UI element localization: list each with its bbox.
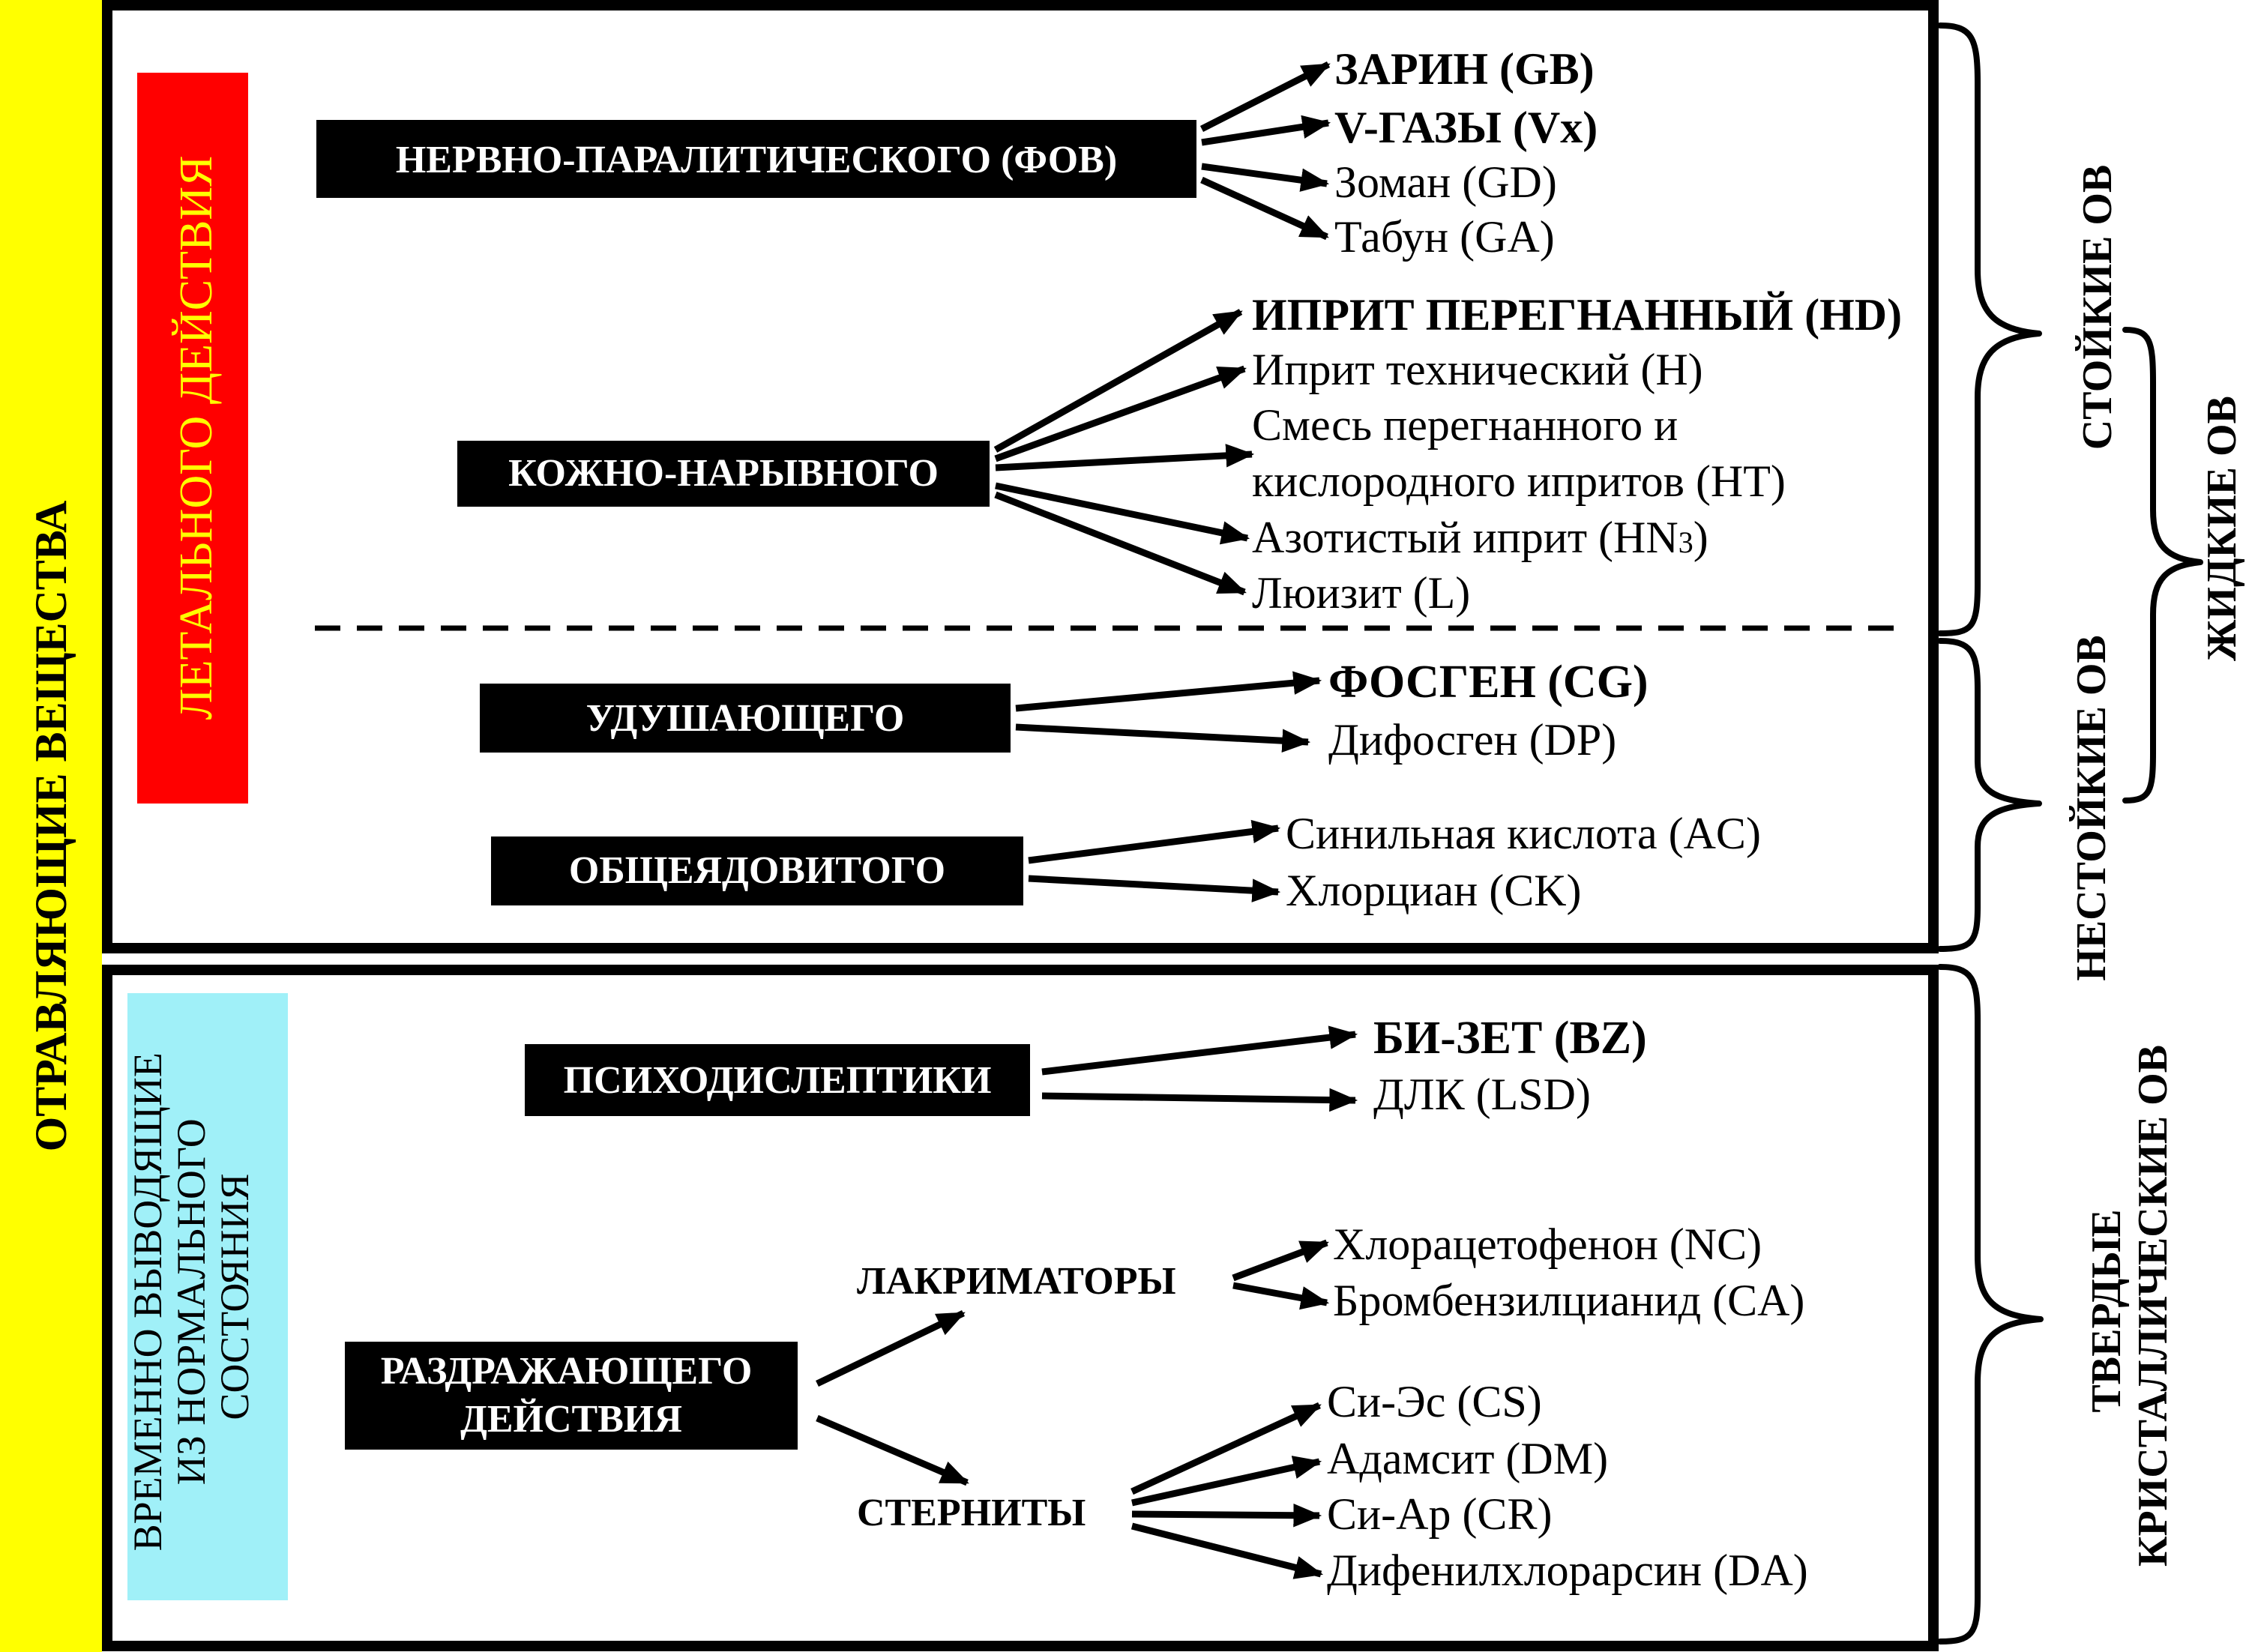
arrow-psycho-1 xyxy=(1041,1025,1358,1076)
arrow-blood-2 xyxy=(1028,875,1281,902)
agent-phosgene: ФОСГЕН (CG) xyxy=(1328,657,1649,708)
choking-category-box xyxy=(480,684,1011,753)
agent-chloroacetophenone: Хлорацетофенон (NC) xyxy=(1333,1220,1762,1269)
agent-bromobenzylcyanide: Бромбензилцианид (CA) xyxy=(1333,1276,1804,1325)
agent-sarin: ЗАРИН (GB) xyxy=(1334,44,1595,94)
agent-mustard-mixture-line-1: Смесь перегнанного и xyxy=(1252,400,1678,450)
irritant-category-label: РАЗДРАЖАЮЩЕГО ДЕЙСТВИЯ xyxy=(381,1350,762,1441)
agent-mustard-mixture-line-2: кислородного ипритов (HT) xyxy=(1252,456,1786,506)
arrow-nerve-2 xyxy=(1201,115,1331,146)
temporary-label-line-2: ИЗ НОРМАЛЬНОГО xyxy=(169,1118,214,1485)
label-solid-line-2: КРИСТАЛЛИЧЕСКИЕ ОВ xyxy=(2130,1045,2176,1567)
temporary-frame xyxy=(102,965,1939,1651)
arrow-sternites-3 xyxy=(1131,1503,1322,1528)
irritant-label-line-1: РАЗДРАЖАЮЩЕГО xyxy=(381,1350,753,1393)
agent-cyanogen-chloride: Хлорциан (CK) xyxy=(1286,866,1582,915)
arrow-blister-5 xyxy=(994,491,1247,596)
arrow-blister-1 xyxy=(993,309,1243,453)
blood-category-label: ОБЩЕЯДОВИТОГО xyxy=(569,849,945,892)
agent-lewisite: Люизит (L) xyxy=(1252,568,1470,618)
label-nonpersistent: НЕСТОЙКИЕ ОВ xyxy=(2068,635,2115,981)
agent-bz: БИ-ЗЕТ (BZ) xyxy=(1373,1013,1647,1064)
nerve-category-label: НЕРВНО-ПАРАЛИТИЧЕСКОГО (ФОВ) xyxy=(396,139,1117,181)
agent-soman: Зоман (GD) xyxy=(1334,157,1557,207)
sternites-label: СТЕРНИТЫ xyxy=(857,1492,1086,1534)
arrow-sternites-1 xyxy=(1130,1402,1322,1495)
arrow-blister-3 xyxy=(995,444,1255,471)
blister-category-label: КОЖНО-НАРЫВНОГО xyxy=(508,452,939,495)
temporary-band xyxy=(127,993,288,1600)
agent-cr: Си-Ар (CR) xyxy=(1327,1489,1552,1539)
nitrogen-mustard-text: Азотистый иприт (HN xyxy=(1252,513,1679,562)
arrow-blister-2 xyxy=(994,365,1247,462)
nitrogen-mustard-subscript: 3 xyxy=(1679,525,1693,559)
label-solid-line-1: ТВЕРДЫЕ xyxy=(2083,1209,2130,1412)
arrow-sternites-2 xyxy=(1131,1456,1322,1507)
label-persistent: СТОЙКИЕ ОВ xyxy=(2074,165,2121,450)
main-label: ОТРАВЛЯЮЩИЕ ВЕЩЕСТВА xyxy=(26,501,76,1152)
label-solid: ТВЕРДЫЕ КРИСТАЛЛИЧЕСКИЕ ОВ xyxy=(2083,1045,2176,1567)
choking-category-label: УДУШАЮЩЕГО xyxy=(586,697,905,740)
agent-technical-mustard: Иприт технический (H) xyxy=(1252,345,1703,394)
arrow-lacrimators-1 xyxy=(1232,1239,1329,1282)
blister-category-box xyxy=(457,441,990,507)
lacrimators-label: ЛАКРИМАТОРЫ xyxy=(857,1260,1176,1303)
psycho-category-box xyxy=(525,1044,1030,1116)
arrow-blister-4 xyxy=(995,482,1250,545)
nerve-category-box xyxy=(316,120,1196,198)
brace-nonpersistent xyxy=(1937,638,2042,952)
arrow-psycho-2 xyxy=(1041,1088,1358,1112)
brace-solid xyxy=(1937,964,2044,1645)
outer-band xyxy=(0,0,102,1652)
agent-v-gases: V-ГАЗЫ (Vx) xyxy=(1334,103,1598,152)
irritant-category-box xyxy=(345,1342,798,1450)
lethal-frame xyxy=(102,0,1939,953)
agent-lsd: ДЛК (LSD) xyxy=(1373,1070,1591,1119)
arrow-choking-1 xyxy=(1015,671,1322,712)
lethal-label: ЛЕТАЛЬНОГО ДЕЙСТВИЯ xyxy=(171,156,222,720)
agent-distilled-mustard: ИПРИТ ПЕРЕГНАННЫЙ (HD) xyxy=(1252,290,1902,340)
brace-liquid xyxy=(2122,327,2203,804)
agent-adamsite: Адамсит (DM) xyxy=(1327,1434,1608,1483)
arrow-irritant-sternites xyxy=(816,1414,969,1486)
agent-tabun: Табун (GA) xyxy=(1334,212,1555,262)
arrow-nerve-4 xyxy=(1200,176,1329,241)
blood-category-box xyxy=(491,836,1023,905)
brace-persistent xyxy=(1937,22,2042,636)
arrow-sternites-4 xyxy=(1130,1522,1324,1579)
nitrogen-mustard-close: ) xyxy=(1693,513,1708,562)
arrow-blood-1 xyxy=(1028,819,1281,864)
agent-nitrogen-mustard: Азотистый иприт (HN3) xyxy=(1252,513,1708,562)
temporary-label-line-1: ВРЕМЕННО ВЫВОДЯЩИЕ xyxy=(125,1052,170,1551)
lethal-band xyxy=(137,73,248,804)
temporary-label-line-3: СОСТОЯНИЯ xyxy=(212,1173,257,1420)
agent-cs: Си-Эс (CS) xyxy=(1327,1377,1542,1426)
irritant-label-line-2: ДЕЙСТВИЯ xyxy=(460,1398,682,1441)
psycho-category-label: ПСИХОДИСЛЕПТИКИ xyxy=(564,1059,992,1102)
arrow-choking-2 xyxy=(1015,723,1311,753)
label-liquid: ЖИДКИЕ ОВ xyxy=(2199,396,2245,661)
arrow-nerve-3 xyxy=(1201,163,1330,192)
agent-diphenylchloroarsine: Дифенилхлорарсин (DA) xyxy=(1327,1546,1808,1595)
agent-diphosgene: Дифосген (DP) xyxy=(1328,715,1616,765)
arrow-nerve-1 xyxy=(1199,61,1331,133)
temporary-label: ВРЕМЕННО ВЫВОДЯЩИЕ ИЗ НОРМАЛЬНОГО СОСТОЯ… xyxy=(125,1043,257,1552)
arrow-irritant-lacrimators xyxy=(816,1309,966,1387)
agent-hydrogen-cyanide: Синильная кислота (AC) xyxy=(1286,809,1761,858)
arrow-lacrimators-2 xyxy=(1232,1282,1330,1310)
